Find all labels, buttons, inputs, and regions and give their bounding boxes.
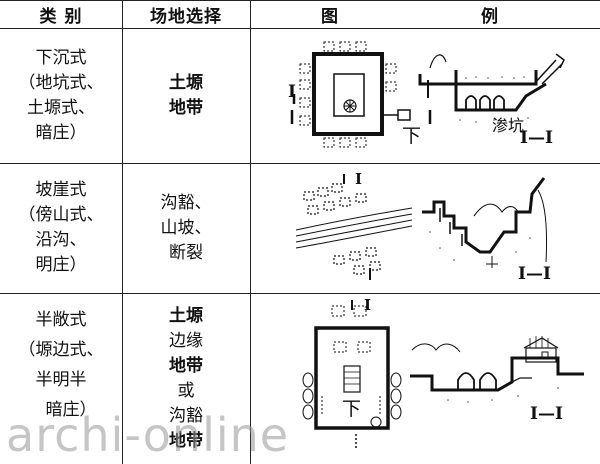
row3-section-title: I—I	[530, 404, 563, 424]
row1-type-line: 土塬式、	[27, 97, 95, 118]
row3-site-line: 沟豁	[169, 406, 203, 426]
row2-section-mark: I	[355, 170, 363, 188]
header-type: 类 别	[0, 0, 122, 28]
row3-type-line: 半明半	[35, 370, 87, 390]
header-site-text: 场地选择	[150, 6, 222, 27]
row1-site-line: 地带	[169, 97, 203, 118]
row-divider	[0, 293, 600, 294]
header-type-text: 类 别	[39, 6, 83, 27]
row2-site-line: 断裂	[169, 242, 203, 263]
row2-site-line: 山坡、	[160, 217, 212, 238]
row1-type-line: （地坑式、	[18, 72, 104, 93]
row3-down-label: 下	[342, 398, 362, 420]
row-divider	[0, 163, 600, 164]
row1-section-mark: I	[288, 82, 296, 102]
row1-site-line: 土塬	[169, 72, 203, 93]
row2-type-line: 明庄）	[35, 255, 87, 275]
row3-plan-drawing	[296, 296, 406, 456]
row2-type-cell: 坡崖式 （傍山式、 沿沟、 明庄）	[0, 163, 122, 293]
row3-site-cell: 土塬 边缘 地带 或 沟豁 地带	[122, 300, 250, 458]
row1-down-label: 下	[402, 125, 422, 147]
row1-site-cell: 土塬 地带	[122, 28, 250, 163]
row-divider	[0, 28, 600, 29]
row1-pit-label: 渗坑	[492, 116, 525, 135]
row2-type-line: （傍山式、	[18, 205, 104, 225]
row1-type-line: 下沉式	[35, 47, 87, 68]
row1-section-drawing	[416, 40, 576, 140]
row2-plan-drawing	[294, 172, 414, 282]
row3-type-line: 半敞式	[35, 310, 87, 330]
row2-site-line: 沟豁、	[160, 192, 212, 213]
row3-site-line: 地带	[169, 431, 203, 451]
row1-plan-drawing	[284, 40, 414, 155]
row3-site-line: 或	[177, 381, 195, 401]
row1-type-line: 暗庄）	[35, 122, 87, 143]
header-figure-right: 例	[460, 0, 520, 28]
row2-type-line: 沿沟、	[35, 230, 87, 250]
row3-site-line: 土塬	[169, 306, 203, 326]
header-figure-left: 图	[300, 0, 360, 28]
row2-section-title: I—I	[518, 264, 551, 284]
row1-type-cell: 下沉式 （地坑式、 土塬式、 暗庄）	[0, 28, 122, 163]
row3-section-mark: I	[364, 296, 372, 314]
row3-site-line: 边缘	[169, 331, 203, 351]
row2-site-cell: 沟豁、 山坡、 断裂	[122, 163, 250, 293]
row3-type-cell: 半敞式 （塬边式、 半明半 暗庄）	[0, 300, 122, 430]
row3-site-line: 地带	[169, 356, 203, 376]
column-divider	[122, 0, 123, 464]
row1-section-title: I—I	[520, 128, 553, 148]
column-divider	[250, 0, 251, 464]
row2-section-drawing	[420, 172, 560, 282]
row3-section-drawing	[408, 330, 588, 420]
header-figure-left-text: 图	[321, 6, 339, 27]
row3-type-line: （塬边式、	[18, 340, 104, 360]
row3-type-line: 暗庄）	[45, 400, 97, 420]
row-divider	[0, 0, 600, 1]
header-figure-right-text: 例	[481, 6, 499, 27]
row2-type-line: 坡崖式	[35, 180, 87, 200]
watermark: archi-online	[6, 408, 290, 462]
header-site: 场地选择	[122, 0, 250, 28]
